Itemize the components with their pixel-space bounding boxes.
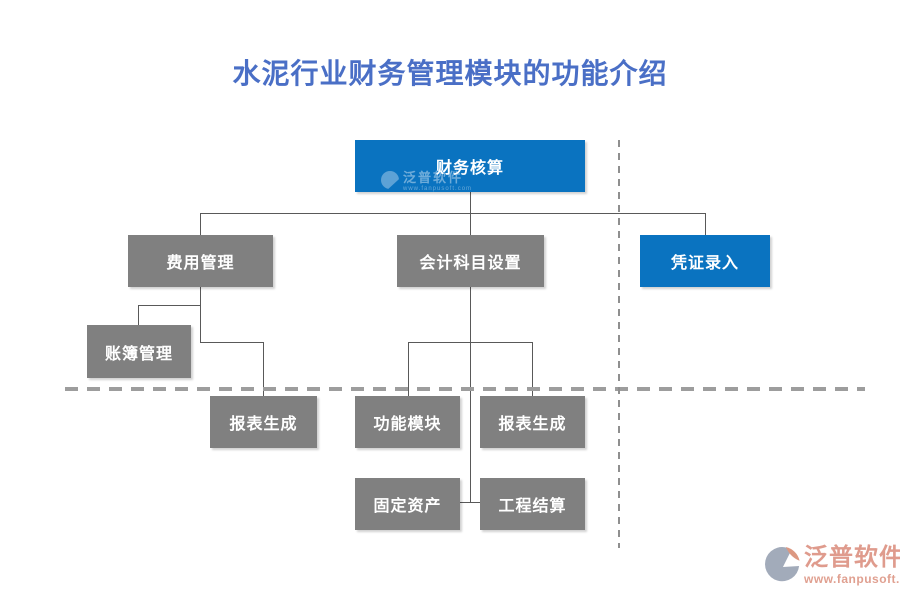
connector-line bbox=[705, 213, 706, 235]
node-report-generation-left: 报表生成 bbox=[210, 396, 317, 448]
connector-line bbox=[200, 213, 705, 214]
connector-line bbox=[460, 502, 480, 503]
page-title: 水泥行业财务管理模块的功能介绍 bbox=[232, 58, 668, 89]
connector-line bbox=[200, 342, 263, 343]
node-financial-accounting: 财务核算 bbox=[355, 140, 585, 192]
connector-line bbox=[200, 213, 201, 235]
node-expense-management: 费用管理 bbox=[128, 235, 273, 287]
fanpu-logo-icon bbox=[763, 546, 801, 586]
node-ledger-management: 账簿管理 bbox=[87, 325, 191, 378]
node-accounting-subject-setup: 会计科目设置 bbox=[397, 235, 544, 287]
connector-line bbox=[138, 305, 200, 306]
node-report-generation-middle: 报表生成 bbox=[480, 396, 585, 448]
connector-line bbox=[470, 287, 471, 502]
node-fixed-assets: 固定资产 bbox=[355, 478, 460, 530]
node-voucher-entry: 凭证录入 bbox=[640, 235, 770, 287]
watermark-url: www.fanpusoft.com bbox=[804, 572, 900, 586]
connector-line bbox=[200, 287, 201, 342]
connector-line bbox=[532, 342, 533, 396]
horizontal-dashed-divider bbox=[65, 387, 865, 391]
vertical-dashed-divider bbox=[618, 140, 620, 548]
connector-line bbox=[470, 213, 471, 235]
connector-line bbox=[408, 342, 409, 396]
watermark-bottom-right: 泛普软件 www.fanpusoft.com bbox=[763, 546, 900, 586]
connector-line bbox=[263, 342, 264, 396]
watermark-brand: 泛普软件 bbox=[804, 544, 900, 571]
connector-line bbox=[470, 192, 471, 214]
node-function-module: 功能模块 bbox=[355, 396, 460, 448]
connector-line bbox=[138, 305, 139, 325]
node-project-settlement: 工程结算 bbox=[480, 478, 585, 530]
connector-line bbox=[408, 342, 532, 343]
